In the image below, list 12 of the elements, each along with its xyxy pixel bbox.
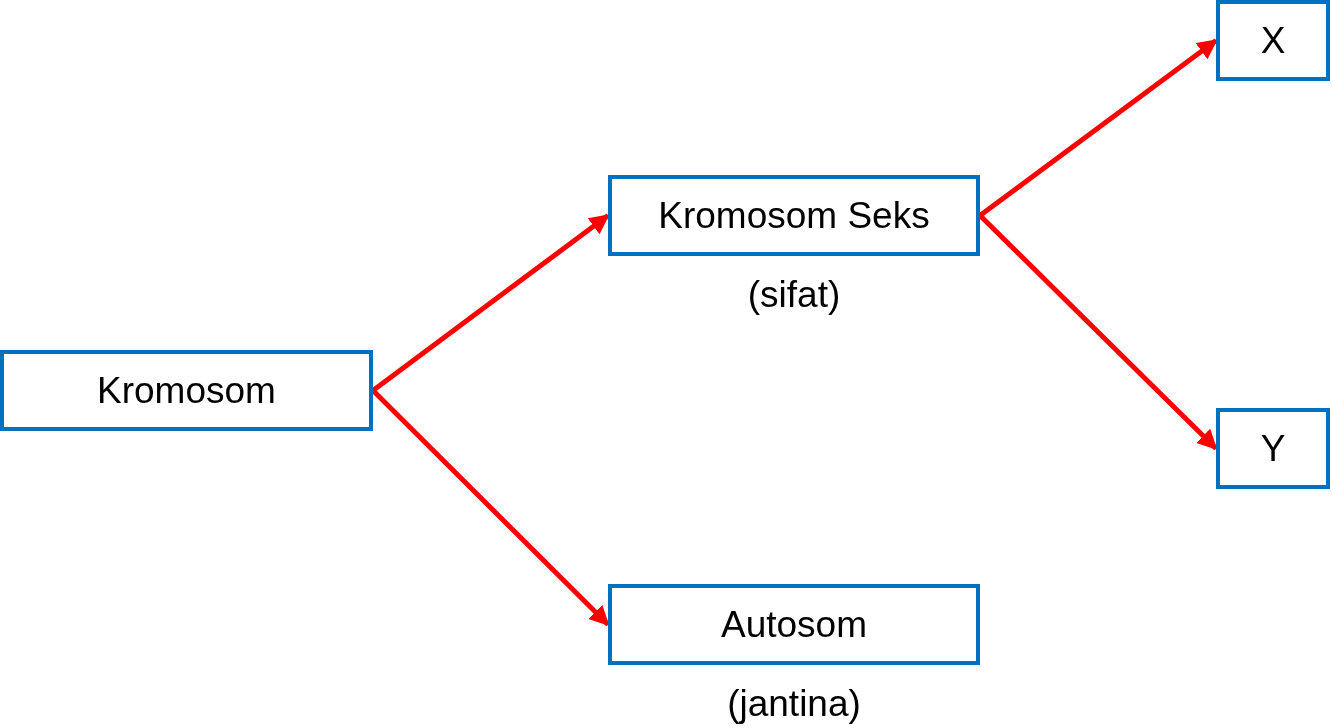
node-caption: (sifat) xyxy=(746,274,842,316)
box-label: Kromosom Seks xyxy=(658,194,930,237)
box-label: Autosom xyxy=(721,603,867,646)
text-box xyxy=(608,584,980,665)
text-box xyxy=(1216,0,1330,81)
node-caption: (jantina) xyxy=(726,683,862,725)
box-label: Y xyxy=(1260,427,1286,470)
box-label: X xyxy=(1260,19,1286,62)
text-box xyxy=(608,175,980,256)
text-box xyxy=(0,350,373,431)
box-label: Kromosom xyxy=(97,369,276,412)
text-box xyxy=(1216,408,1330,489)
